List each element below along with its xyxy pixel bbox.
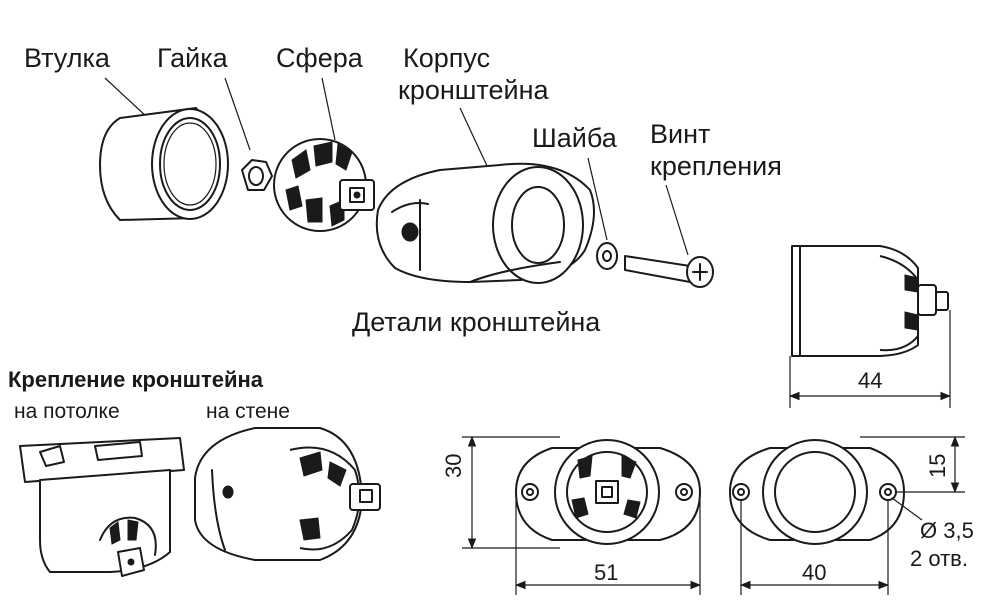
dimension-hole-diameter: Ø 3,5 — [920, 518, 974, 543]
dimension-hole-count: 2 отв. — [910, 546, 968, 571]
ceiling-mount-drawing — [19, 437, 185, 577]
dimension-front-height: 30 — [441, 453, 466, 478]
nut-drawing — [241, 159, 273, 191]
sphere-drawing — [273, 138, 375, 232]
label-washer: Шайба — [532, 123, 617, 153]
side-view-drawing — [788, 245, 952, 408]
label-details-caption: Детали кронштейна — [352, 307, 601, 337]
wall-mount-drawing — [194, 427, 381, 561]
label-housing-line1: Корпус — [403, 43, 491, 73]
dimension-hole-spacing: 40 — [802, 560, 827, 585]
mounting-title: Крепление кронштейна — [8, 367, 264, 392]
label-housing-line2: кронштейна — [398, 75, 549, 105]
label-nut: Гайка — [157, 43, 228, 73]
washer-drawing — [596, 242, 618, 270]
label-ceiling-mount: на потолке — [14, 400, 120, 423]
label-sphere: Сфера — [276, 43, 363, 73]
dimension-side-length: 44 — [858, 368, 883, 393]
front-view-1-drawing — [462, 435, 702, 595]
label-screw-line1: Винт — [650, 119, 711, 149]
housing-drawing — [375, 162, 595, 284]
label-screw-line2: крепления — [650, 151, 782, 181]
leader-lines — [104, 77, 689, 256]
sleeve-drawing — [99, 107, 229, 221]
label-sleeve: Втулка — [24, 43, 110, 73]
label-wall-mount: на стене — [206, 400, 290, 423]
screw-drawing — [624, 255, 714, 288]
dimension-hole-offset: 15 — [925, 453, 950, 478]
dimension-front-width: 51 — [594, 560, 619, 585]
front-view-2-drawing — [729, 435, 965, 595]
